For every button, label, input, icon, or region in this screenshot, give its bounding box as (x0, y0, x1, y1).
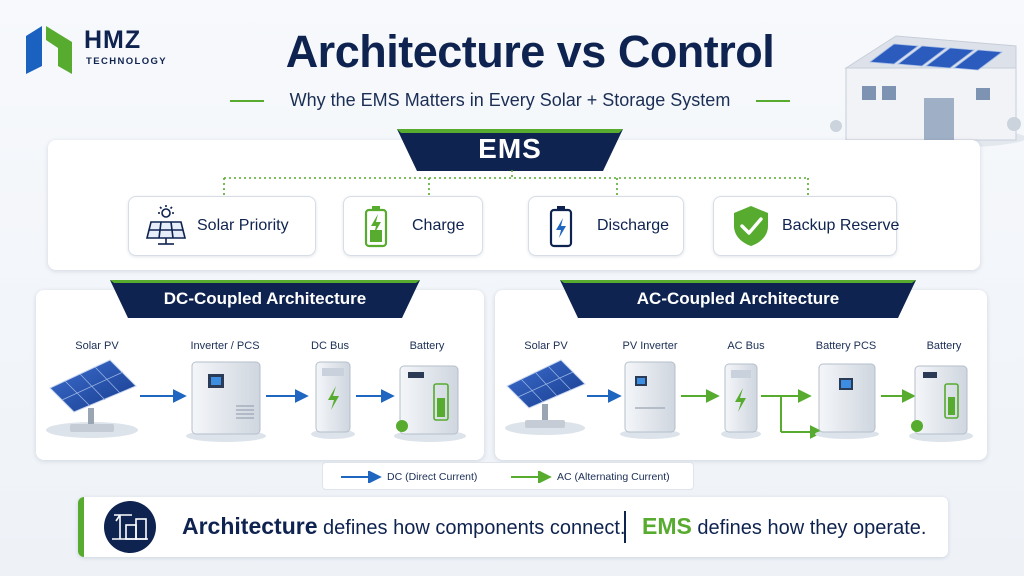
solar-pv-illustration (505, 359, 586, 435)
logo-subtitle: TECHNOLOGY (86, 56, 168, 67)
building-illustration (830, 35, 1024, 148)
subtitle-row: Why the EMS Matters in Every Solar + Sto… (230, 88, 790, 112)
ac-component-label: PV Inverter (622, 340, 678, 352)
architecture-building-icon (104, 501, 156, 553)
page-title: Architecture vs Control (285, 26, 775, 77)
dc-component-label: Battery (409, 340, 445, 352)
mode-label: Charge (412, 217, 465, 234)
hmz-logo-icon (26, 26, 72, 74)
banner-ems-keyword: EMS (642, 513, 692, 539)
banner-architecture-statement: Architecture defines how components conn… (182, 513, 625, 540)
legend: DC (Direct Current) AC (Alternating Curr… (322, 462, 694, 490)
mode-card-charge[interactable]: Charge (343, 196, 483, 256)
battery-illustration (909, 365, 973, 442)
mode-card-backup-reserve[interactable]: Backup Reserve (713, 196, 900, 256)
solar-pv-illustration (46, 359, 138, 438)
dc-header-tab (110, 280, 420, 318)
shield-check-icon (734, 206, 768, 246)
company-logo: HMZ TECHNOLOGY (20, 22, 200, 78)
ac-header-tab (560, 280, 916, 318)
ac-bus-illustration (721, 363, 761, 439)
subtitle-right-line (756, 100, 790, 102)
ems-label: EMS (478, 133, 542, 164)
banner-ems-text: defines how they operate. (691, 517, 927, 539)
ac-component-label: AC Bus (727, 340, 765, 352)
banner-architecture-keyword: Architecture (182, 513, 318, 539)
solar-panel-icon (145, 205, 187, 245)
dc-bus-illustration (311, 361, 355, 439)
ac-legend-arrow-icon (511, 471, 552, 483)
ac-component-label: Battery PCS (815, 340, 877, 352)
pv-inverter-illustration (620, 361, 680, 439)
subtitle-left-line (230, 100, 264, 102)
battery-pcs-illustration (815, 363, 879, 439)
dc-diagram (46, 359, 466, 442)
battery-discharge-icon (549, 206, 573, 248)
mode-card-discharge[interactable]: Discharge (528, 196, 684, 256)
ems-connector-lines (223, 170, 809, 198)
dc-component-label: Inverter / PCS (190, 340, 260, 352)
ac-component-label: Solar PV (524, 340, 568, 352)
mode-label: Discharge (597, 217, 670, 234)
dc-architecture-title: DC-Coupled Architecture (163, 289, 367, 308)
ems-header-tab (397, 129, 623, 171)
logo-name: HMZ (84, 26, 142, 54)
dc-component-label: Solar PV (75, 340, 119, 352)
mode-label: Backup Reserve (782, 217, 900, 234)
ac-component-label: Battery (926, 340, 962, 352)
banner-architecture-text: defines how components connect. (317, 517, 626, 539)
battery-illustration (394, 365, 466, 442)
ac-diagram (505, 359, 973, 442)
page-subtitle: Why the EMS Matters in Every Solar + Sto… (289, 90, 731, 110)
dc-component-label: DC Bus (311, 340, 349, 352)
banner-accent-bar (78, 497, 84, 557)
battery-charge-icon (364, 206, 388, 248)
mode-label: Solar Priority (197, 217, 289, 234)
mode-card-solar-priority[interactable]: Solar Priority (128, 196, 316, 256)
dc-legend-arrow-icon (341, 471, 382, 483)
legend-dc-label: DC (Direct Current) (387, 471, 478, 483)
ac-architecture-title: AC-Coupled Architecture (636, 289, 840, 308)
legend-ac-label: AC (Alternating Current) (557, 471, 670, 483)
summary-banner: Architecture defines how components conn… (78, 497, 948, 557)
inverter-pcs-illustration (186, 361, 266, 442)
banner-divider (624, 511, 626, 543)
banner-ems-statement: EMS defines how they operate. (642, 513, 926, 540)
